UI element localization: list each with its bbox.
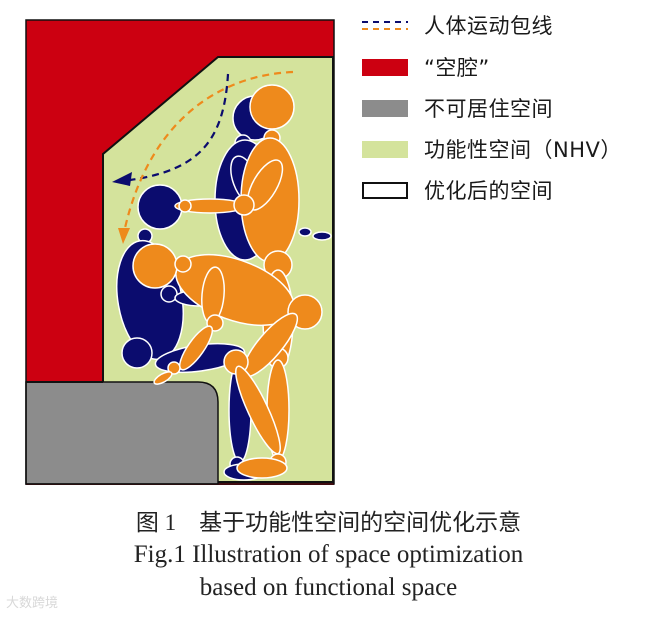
gray-swatch-icon xyxy=(362,99,408,117)
legend-item-cavity: “空腔” xyxy=(362,52,490,82)
uninhabitable-region xyxy=(25,381,219,485)
outline-swatch-icon xyxy=(362,181,408,199)
watermark: 大数跨境 xyxy=(6,596,59,611)
legend-item-motion-envelope: 人体运动包线 xyxy=(362,10,553,40)
motion-envelope-lines xyxy=(112,70,294,244)
orange-figure-bending xyxy=(132,243,323,455)
caption-chinese: 图 1 基于功能性空间的空间优化示意 xyxy=(135,510,522,535)
legend-item-functional: 功能性空间（NHV） xyxy=(362,134,622,164)
space-optimization-diagram xyxy=(0,0,345,490)
green-swatch-icon xyxy=(362,140,408,158)
legend-item-optimized: 优化后的空间 xyxy=(362,175,553,205)
legend-label: “空腔” xyxy=(424,56,490,80)
caption-english-line1: Fig.1 Illustration of space optimization xyxy=(133,541,524,568)
legend-label: 人体运动包线 xyxy=(424,14,553,38)
legend-label: 功能性空间（NHV） xyxy=(424,138,622,162)
caption-english-line2: based on functional space xyxy=(199,574,458,601)
legend-label: 优化后的空间 xyxy=(424,179,553,203)
legend-item-uninhabitable: 不可居住空间 xyxy=(362,93,553,123)
red-swatch-icon xyxy=(362,58,408,76)
legend-label: 不可居住空间 xyxy=(424,97,553,121)
dashed-line-icon xyxy=(362,17,408,34)
